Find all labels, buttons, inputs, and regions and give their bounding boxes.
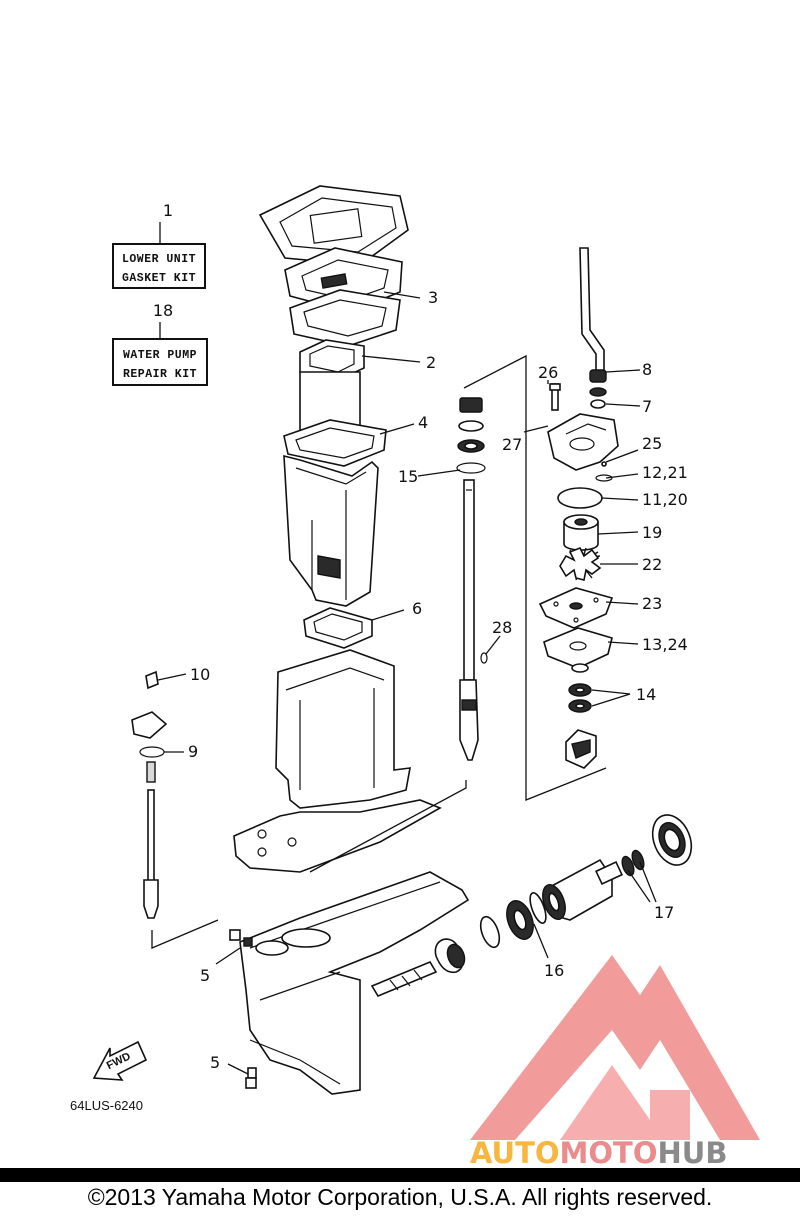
callout-4: 4 [418, 413, 428, 432]
automotohub-logo-mark [470, 955, 760, 1140]
leader-lines [157, 291, 657, 1075]
water-pump-assembly [538, 247, 619, 769]
propeller-shaft-housing [434, 814, 693, 974]
kit-line-2: REPAIR KIT [123, 368, 197, 381]
lower-unit-gasket-kit-box: 1 LOWER UNIT GASKET KIT [112, 201, 206, 289]
callout-9: 9 [188, 742, 198, 761]
callout-28: 28 [492, 618, 512, 637]
callout-numbers: 3 2 4 6 10 9 15 26 27 8 7 25 12,21 11,20… [188, 288, 688, 1072]
callout-5-lower: 5 [210, 1053, 220, 1072]
callout-17: 17 [654, 903, 674, 922]
callout-13-24: 13,24 [642, 635, 688, 654]
callout-6: 6 [412, 599, 422, 618]
callout-16: 16 [544, 961, 564, 980]
callout-12-21: 12,21 [642, 463, 688, 482]
callout-5-upper: 5 [200, 966, 210, 985]
upper-drive-housing [233, 649, 442, 873]
callout-3: 3 [428, 288, 438, 307]
lower-gearcase [239, 871, 470, 1095]
copyright-notice: ©2013 Yamaha Motor Corporation, U.S.A. A… [87, 1184, 713, 1210]
callout-14: 14 [636, 685, 656, 704]
callout-23: 23 [642, 594, 662, 613]
callout-22: 22 [642, 555, 662, 574]
kit-line-1: LOWER UNIT [122, 253, 196, 266]
watermark-hub: HUB [657, 1136, 728, 1170]
shift-rod-assembly [131, 670, 219, 949]
watermark-moto: MOTO [559, 1136, 658, 1170]
callout-26: 26 [538, 363, 558, 382]
callout-10: 10 [190, 665, 210, 684]
water-pump-repair-kit-box: 18 WATER PUMP REPAIR KIT [112, 301, 208, 386]
kit-line-1: WATER PUMP [123, 349, 197, 362]
bolt-parts [229, 652, 488, 1089]
callout-19: 19 [642, 523, 662, 542]
callout-27: 27 [502, 435, 522, 454]
drive-shaft-assembly [309, 354, 607, 873]
fwd-arrow-icon: FWD [92, 1040, 148, 1081]
automotohub-watermark: AUTOMOTOHUB [470, 1136, 727, 1170]
kit-number-18: 18 [153, 301, 173, 320]
callout-8: 8 [642, 360, 652, 379]
callout-2: 2 [426, 353, 436, 372]
callout-25: 25 [642, 434, 662, 453]
diagram-code: 64LUS-6240 [70, 1098, 143, 1113]
upper-casing-stack [258, 185, 409, 649]
watermark-auto: AUTO [470, 1136, 560, 1170]
callout-11-20: 11,20 [642, 490, 688, 509]
footer-divider [0, 1168, 800, 1182]
callout-7: 7 [642, 397, 652, 416]
callout-15: 15 [398, 467, 418, 486]
kit-number-1: 1 [163, 201, 173, 220]
kit-line-2: GASKET KIT [122, 272, 196, 285]
